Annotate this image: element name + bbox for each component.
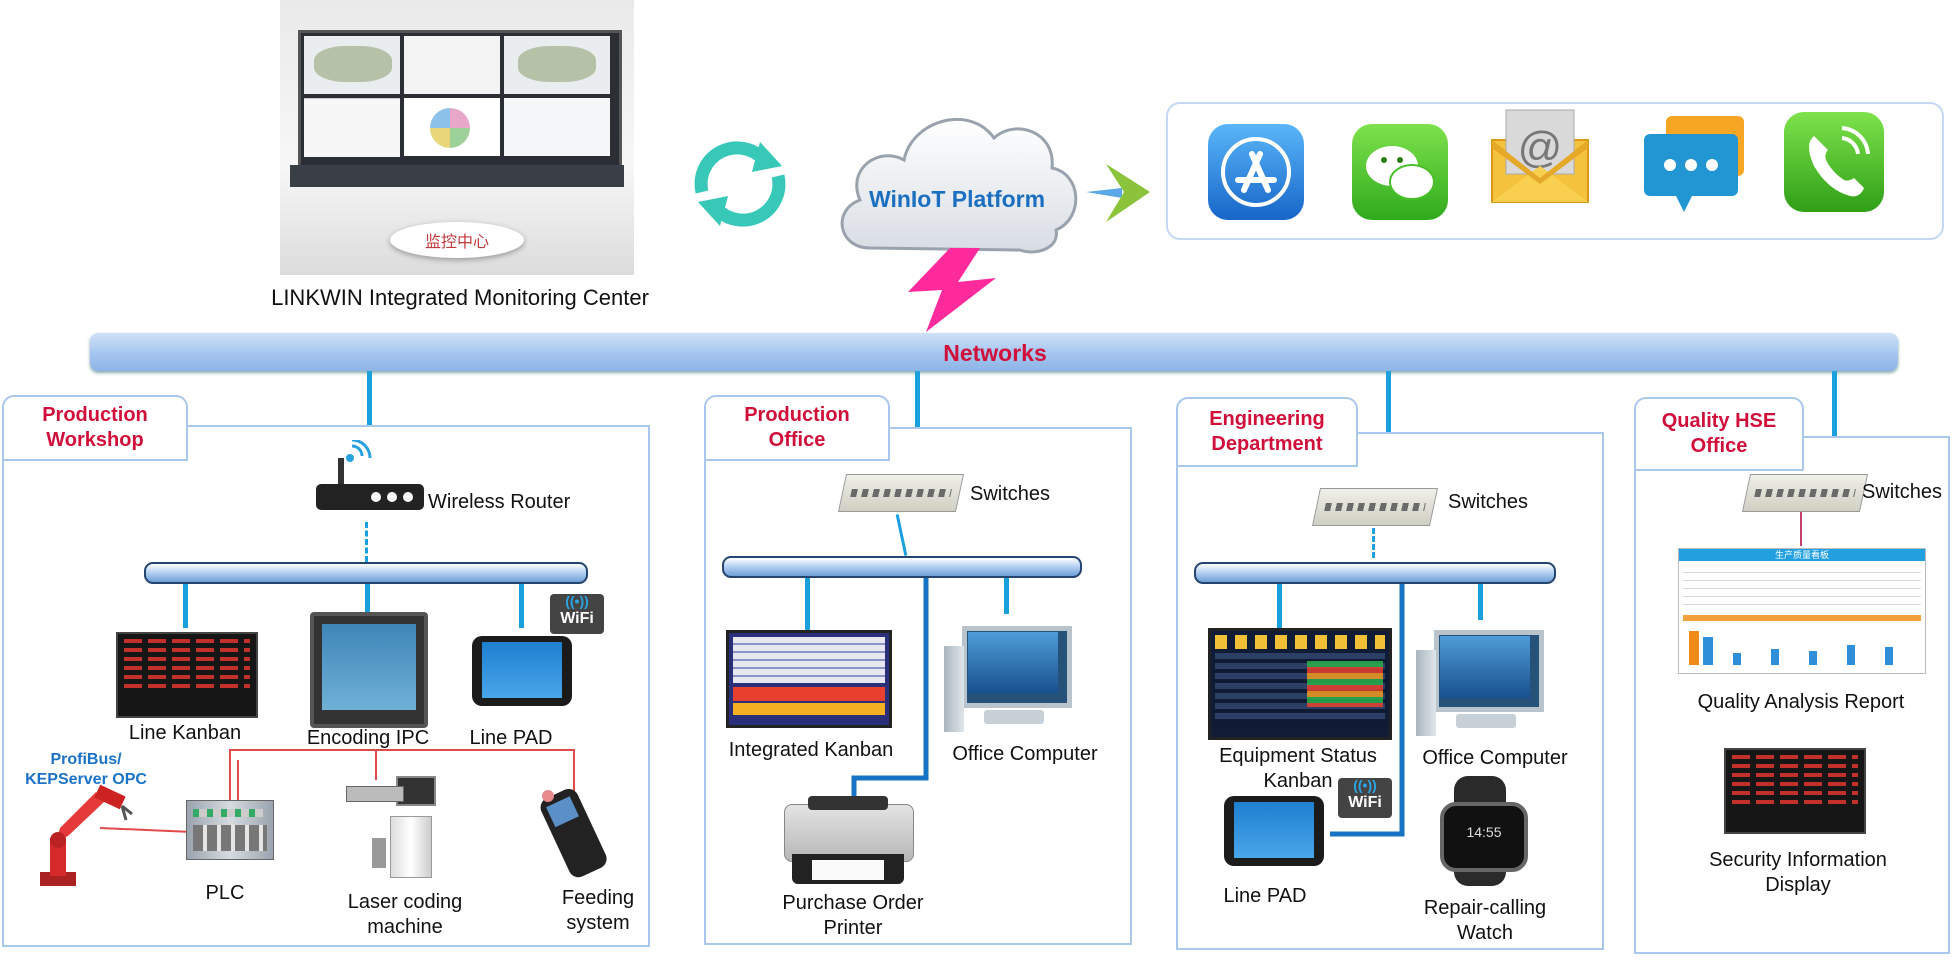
monitoring-center-image: 监控中心: [280, 0, 634, 275]
printer-label: Purchase Order Printer: [782, 892, 924, 939]
office-switch-device: [837, 474, 965, 512]
quality-switches-label: Switches: [1862, 481, 1943, 503]
right-arrow-icon: [1086, 164, 1150, 222]
quality-panel: [1634, 436, 1950, 954]
wireless-router-label: Wireless Router: [428, 491, 571, 513]
sync-arrows-icon: [694, 141, 786, 227]
svg-text:@: @: [1518, 123, 1563, 172]
plc-device: [186, 800, 274, 860]
wifi-badge: ((•)) WiFi: [550, 594, 604, 634]
eng-line-pad-device: [1224, 796, 1324, 866]
repair-watch-label: Repair-calling Watch: [1423, 897, 1547, 944]
line-kanban-label: Line Kanban: [128, 722, 242, 744]
printer-device: [778, 790, 918, 888]
lightning-icon: [908, 248, 996, 332]
networks-bus: [90, 333, 1898, 371]
workshop-bus: [144, 562, 588, 584]
message-icon[interactable]: [1640, 108, 1750, 218]
network-drop-workshop: [367, 371, 372, 429]
equipment-kanban-display: [1208, 628, 1392, 740]
switch-link-quality: [1800, 512, 1802, 546]
app-store-icon[interactable]: [1208, 124, 1304, 220]
laser-coding-machine: [342, 776, 452, 886]
office-computer-device: [944, 626, 1072, 734]
network-drop-office: [915, 371, 920, 429]
laser-coding-label: Laser coding machine: [347, 891, 463, 938]
eng-wifi-badge: ((•)) WiFi: [1338, 778, 1392, 818]
feeding-system-label: Feeding system: [561, 887, 635, 934]
security-info-label: Security Information Display: [1709, 849, 1887, 896]
switch-link-engineering: [1372, 528, 1378, 558]
security-info-display: [1724, 748, 1866, 834]
phone-icon[interactable]: [1784, 112, 1884, 212]
ipc-link: [365, 584, 370, 612]
cloud-shape: [840, 118, 1078, 254]
eng-office-computer-label: Office Computer: [1422, 747, 1568, 769]
equipment-kanban-label: Equipment Status Kanban: [1219, 745, 1377, 792]
office-title: Production Office: [704, 395, 890, 461]
profibus-label: ProfiBus/ KEPServer OPC: [25, 751, 147, 788]
monitor-screen-caption: 监控中心: [424, 234, 489, 251]
integrated-kanban-label: Integrated Kanban: [728, 739, 894, 761]
printer-link: [851, 578, 929, 806]
equipment-kanban-link: [1277, 584, 1282, 628]
pad-link: [519, 584, 524, 628]
networks-label: Networks: [943, 340, 1047, 366]
eng-pad-link: [1330, 584, 1405, 837]
handheld-scanner-icon: [540, 788, 607, 878]
workshop-title: Production Workshop: [2, 395, 188, 461]
platform-label: WinIoT Platform: [868, 186, 1046, 212]
quality-report-header: 生产质量看板: [1679, 549, 1925, 561]
integrated-kanban-link: [805, 578, 810, 630]
engineering-title: Engineering Department: [1176, 397, 1358, 467]
eng-office-computer-device: [1416, 630, 1544, 738]
network-drop-quality: [1832, 371, 1837, 437]
quality-switch-device: [1741, 474, 1869, 512]
watch-time: 14:55: [1466, 824, 1502, 840]
wifi-badge-label: WiFi: [560, 610, 594, 627]
line-kanban-display: [116, 632, 258, 718]
repair-watch-device: 14:55: [1432, 776, 1528, 886]
network-drop-engineering: [1386, 371, 1391, 433]
engineering-switch-device: [1311, 488, 1439, 526]
router-link: [365, 522, 371, 562]
engineering-switches-label: Switches: [1448, 491, 1529, 513]
office-bus: [722, 556, 1082, 578]
plc-label: PLC: [205, 882, 245, 904]
wireless-router-icon: [316, 440, 424, 510]
eng-line-pad-label: Line PAD: [1223, 885, 1307, 907]
engineering-bus: [1194, 562, 1556, 584]
kanban-link: [183, 584, 188, 628]
quality-report-display: 生产质量看板: [1678, 548, 1926, 674]
eng-computer-link: [1478, 584, 1483, 620]
eng-wifi-badge-label: WiFi: [1348, 794, 1382, 811]
encoding-ipc-device: [310, 612, 428, 728]
line-pad-label: Line PAD: [469, 727, 553, 749]
quality-report-label: Quality Analysis Report: [1697, 691, 1905, 713]
wechat-icon[interactable]: [1352, 124, 1448, 220]
office-computer-link: [1004, 578, 1009, 614]
encoding-ipc-label: Encoding IPC: [306, 727, 430, 749]
integrated-kanban-display: [726, 630, 892, 728]
office-computer-label: Office Computer: [952, 743, 1098, 765]
monitoring-center-label: LINKWIN Integrated Monitoring Center: [271, 285, 649, 310]
quality-title: Quality HSE Office: [1634, 397, 1804, 471]
email-icon[interactable]: @: [1488, 104, 1592, 208]
robot-arm-icon: [40, 784, 133, 886]
line-pad-device: [472, 636, 572, 706]
office-switches-label: Switches: [970, 483, 1051, 505]
